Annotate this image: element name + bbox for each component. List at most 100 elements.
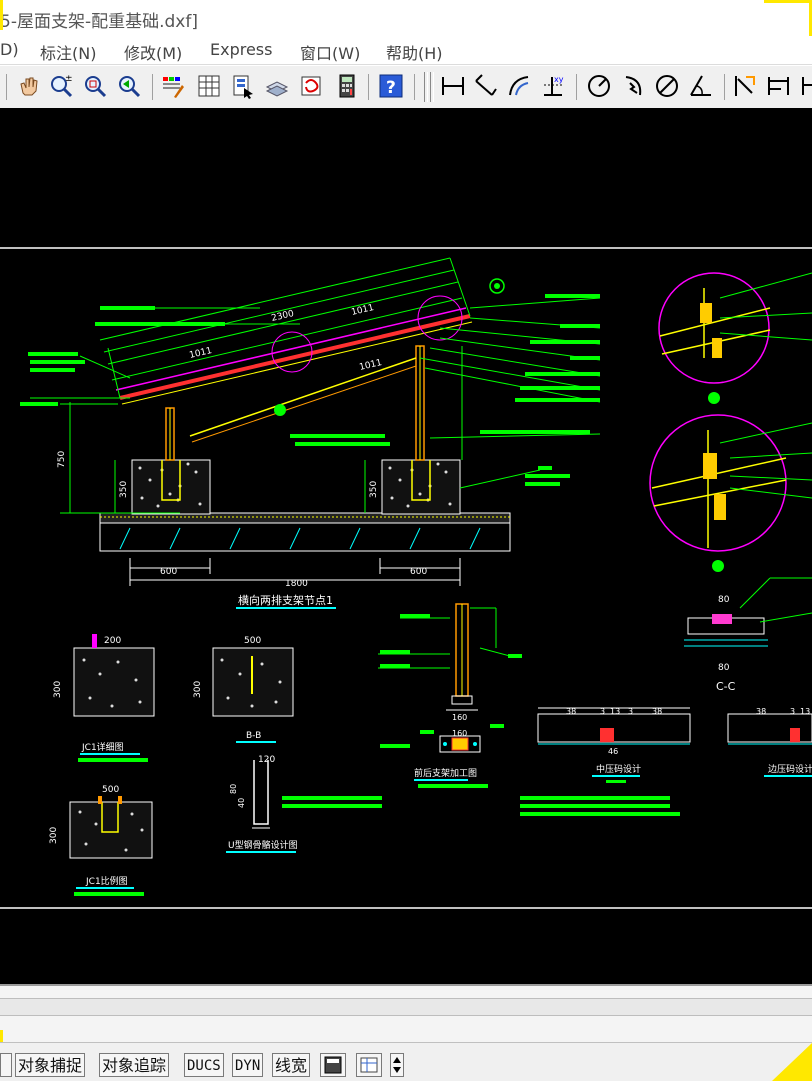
zoom-window-icon[interactable] — [82, 73, 108, 99]
menu-item-window[interactable]: 窗口(W) — [300, 44, 361, 63]
cad-drawing: 2300 1011 1011 1011 750 350 350 600 1800… — [0, 247, 812, 909]
standard-toolbar: ± ? xy — [0, 66, 812, 109]
title-bar: 5-屋面支架-配重基础.dxf] — [0, 0, 812, 48]
found-dim-f1: 200 — [104, 636, 121, 646]
lineweight-toggle[interactable]: 线宽 — [272, 1053, 311, 1077]
toolbar-separator — [414, 74, 415, 100]
linear-dim-icon[interactable] — [440, 73, 466, 99]
diameter-dim-icon[interactable] — [654, 73, 680, 99]
dim-d1: 600 — [160, 567, 177, 577]
mid-clamp-caption: 中压码设计 — [596, 763, 641, 775]
u-steel-caption: U型钢骨骼设计图 — [228, 839, 298, 851]
svg-text:80: 80 — [229, 784, 238, 794]
tray-arrow-icon[interactable] — [390, 1053, 404, 1077]
cc-bottom-dim: 80 — [718, 663, 730, 673]
svg-text:38: 38 — [652, 707, 662, 716]
design-center-icon[interactable] — [196, 73, 222, 99]
svg-text:40: 40 — [237, 798, 246, 808]
sheet-set-icon[interactable] — [264, 73, 290, 99]
aligned-dim-icon[interactable] — [472, 73, 498, 99]
svg-text:46: 46 — [608, 747, 618, 756]
corner-marker — [772, 1043, 812, 1081]
calculator-icon[interactable] — [334, 73, 360, 99]
found-dim-f2: 300 — [53, 681, 63, 698]
svg-text:3: 3 — [790, 707, 795, 716]
corner-marker — [809, 0, 812, 48]
baseline-dim-icon[interactable] — [766, 73, 792, 99]
model-icon[interactable] — [320, 1053, 346, 1077]
jc1-scale-caption: JC1比例图 — [85, 875, 128, 887]
main-drawing-caption: 横向两排支架节点1 — [238, 593, 333, 607]
toolbar-grip[interactable] — [424, 72, 428, 102]
otrack-toggle[interactable]: 对象追踪 — [99, 1053, 170, 1077]
command-window[interactable] — [0, 984, 812, 1044]
dim-h3: 350 — [369, 481, 379, 498]
svg-text:38: 38 — [566, 707, 576, 716]
dyn-toggle[interactable]: DYN — [232, 1053, 264, 1077]
layout-icon[interactable] — [356, 1053, 382, 1077]
angular-dim-icon[interactable] — [688, 73, 714, 99]
svg-text:xy: xy — [554, 75, 564, 84]
dim-a1: 2300 — [270, 309, 295, 324]
u-dim-f5: 120 — [258, 755, 275, 765]
window-title: 5-屋面支架-配重基础.dxf] — [0, 12, 198, 32]
status-partial-button[interactable] — [0, 1053, 12, 1077]
svg-text:38: 38 — [756, 707, 766, 716]
jogged-dim-icon[interactable] — [620, 73, 646, 99]
zoom-realtime-icon[interactable]: ± — [48, 73, 74, 99]
dim-h1: 750 — [57, 451, 67, 468]
dim-h2: 350 — [119, 481, 129, 498]
col-dim-p1: 160 — [452, 713, 467, 722]
svg-text:13: 13 — [800, 707, 810, 716]
dim-a2: 1011 — [350, 303, 375, 318]
ducs-toggle[interactable]: DUCS — [184, 1053, 224, 1077]
svg-text:13: 13 — [610, 707, 620, 716]
dim-a3: 1011 — [188, 346, 213, 361]
horizontal-scrollbar[interactable] — [0, 998, 812, 1016]
col-dim-p2: 160 — [452, 729, 467, 738]
continue-dim-icon[interactable] — [800, 73, 812, 99]
pan-icon[interactable] — [16, 73, 42, 99]
column-caption: 前后支架加工图 — [414, 767, 477, 779]
svg-text:?: ? — [386, 78, 396, 98]
dim-d2: 1800 — [285, 579, 308, 589]
section-bb-label: B-B — [246, 731, 261, 741]
status-bar: 对象捕捉 对象追踪 DUCS DYN 线宽 — [0, 1042, 812, 1081]
menu-bar: D) 标注(N) 修改(M) Express 窗口(W) 帮助(H) — [0, 36, 812, 65]
arc-length-dim-icon[interactable] — [506, 73, 532, 99]
edge-clamp-caption: 边压码设计 — [768, 763, 812, 775]
markup-icon[interactable] — [298, 73, 324, 99]
found-dim-f2c: 300 — [49, 827, 59, 844]
menu-item-help[interactable]: 帮助(H) — [386, 44, 443, 63]
toolbar-separator — [6, 74, 7, 100]
toolbar-separator — [368, 74, 369, 100]
toolbar-separator — [724, 74, 725, 100]
menu-item-dimension[interactable]: 标注(N) — [40, 44, 97, 63]
menu-item-draw[interactable]: D) — [0, 40, 19, 59]
tool-palette-icon[interactable] — [230, 73, 256, 99]
properties-icon[interactable] — [160, 73, 186, 99]
help-icon[interactable]: ? — [378, 73, 404, 99]
menu-item-modify[interactable]: 修改(M) — [124, 44, 183, 63]
svg-text:3: 3 — [628, 707, 633, 716]
jc1-caption: JC1详细图 — [81, 741, 124, 753]
dim-d3: 600 — [410, 567, 427, 577]
found-dim-f2b: 300 — [193, 681, 203, 698]
found-dim-f3: 500 — [244, 636, 261, 646]
corner-marker — [0, 0, 3, 30]
osnap-toggle[interactable]: 对象捕捉 — [15, 1053, 86, 1077]
drawing-canvas[interactable]: 2300 1011 1011 1011 750 350 350 600 1800… — [0, 108, 812, 984]
cc-top-dim: 80 — [718, 595, 730, 605]
toolbar-grip[interactable] — [430, 72, 434, 102]
quick-dim-icon[interactable] — [732, 73, 758, 99]
toolbar-separator — [152, 74, 153, 100]
section-cc-label: C-C — [716, 680, 736, 693]
found-dim-f3b: 500 — [102, 785, 119, 795]
zoom-previous-icon[interactable] — [116, 73, 142, 99]
corner-marker — [764, 0, 812, 3]
radius-dim-icon[interactable] — [586, 73, 612, 99]
svg-text:3: 3 — [600, 707, 605, 716]
menu-item-express[interactable]: Express — [210, 40, 273, 59]
toolbar-separator — [576, 74, 577, 100]
ordinate-dim-icon[interactable]: xy — [540, 73, 566, 99]
